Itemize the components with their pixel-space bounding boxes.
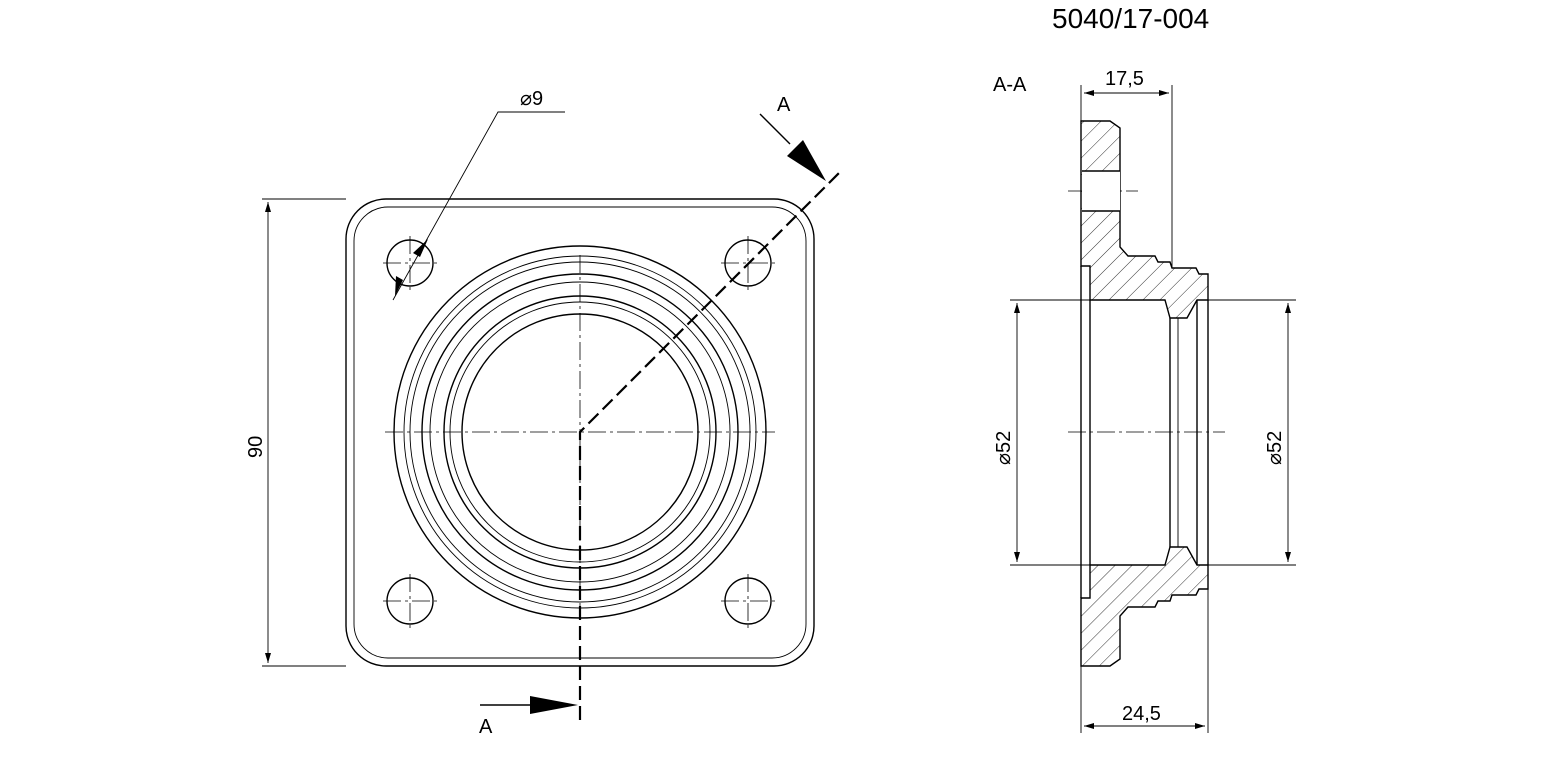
section-label-bottom: A (479, 716, 493, 738)
drawing-number: 5040/17-004 (1052, 3, 1209, 34)
section-cut-line (578, 171, 841, 720)
section-arrow-top-head (787, 140, 826, 181)
hole-dia-leader (392, 111, 565, 301)
bore-right-label: ⌀52 (1264, 431, 1286, 465)
hole-dia-label: ⌀9 (520, 88, 543, 110)
bolt-hole-top-right (721, 236, 775, 290)
bolt-hole-top-left (383, 236, 437, 290)
bolt-hole-bottom-right (721, 574, 775, 628)
section-arrow-top-shaft (759, 113, 791, 145)
hub-width-label: 17,5 (1105, 68, 1144, 90)
bore-left-label: ⌀52 (993, 431, 1015, 465)
height-dim-label: 90 (245, 436, 267, 458)
front-view: A A ⌀9 90 (245, 88, 841, 738)
total-width-label: 24,5 (1122, 703, 1161, 725)
section-upper-hatch (1080, 120, 1209, 319)
section-arrow-bottom-head (530, 696, 578, 714)
section-view-label: A-A (993, 74, 1027, 96)
section-lower-hatch (1080, 546, 1209, 667)
section-label-top: A (777, 94, 791, 116)
section-view: A-A 17,5 24,5 ⌀52 (993, 68, 1296, 733)
bolt-hole-bottom-left (383, 574, 437, 628)
